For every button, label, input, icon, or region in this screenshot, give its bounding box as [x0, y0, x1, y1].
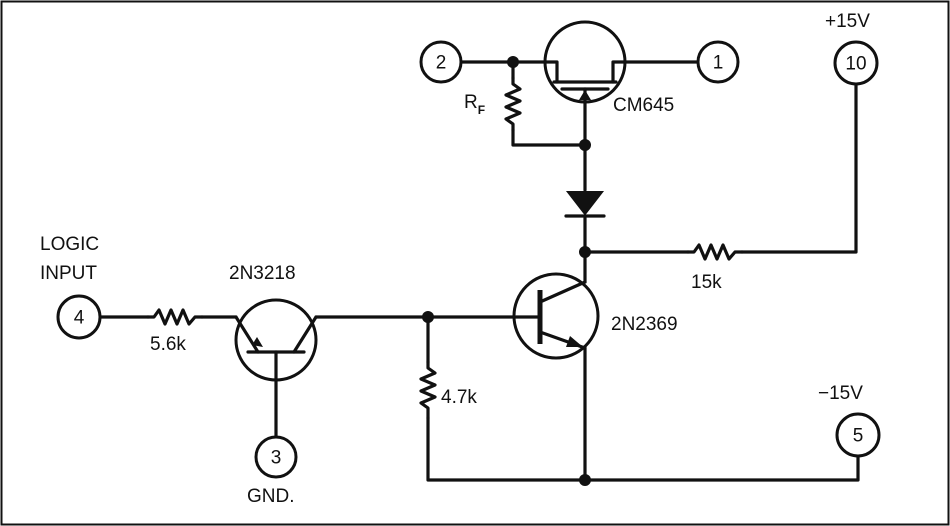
terminal-5-label: 5	[853, 426, 864, 447]
wire-rail-to-5	[583, 454, 860, 482]
terminal-5: 5	[835, 412, 881, 458]
terminal-2-label: 2	[436, 53, 447, 74]
wires	[98, 60, 860, 482]
resistor-15k-label: 15k	[691, 272, 722, 293]
minus-15v-label: −15V	[818, 383, 863, 404]
wire-rf-bottom	[511, 128, 587, 147]
logic-input-label-line1: LOGIC	[40, 234, 99, 255]
junction-pullup	[579, 246, 591, 258]
junction-rf-top	[507, 56, 519, 68]
fet-cm645	[543, 20, 627, 104]
junction-q2-base	[422, 311, 434, 323]
transistor-2n3218-label: 2N3218	[229, 263, 296, 284]
wire-15k-to-10	[740, 82, 858, 254]
terminal-3: 3	[254, 435, 298, 479]
junction-dots	[422, 56, 591, 486]
resistor-5k6	[146, 308, 204, 326]
transistor-2n2369-label: 2N2369	[611, 314, 678, 335]
terminal-1-label: 1	[713, 53, 724, 74]
diode	[564, 191, 606, 218]
resistor-15k	[686, 243, 744, 261]
rf-label-sub: F	[478, 103, 485, 117]
rf-label: RF	[464, 92, 485, 117]
gnd-label: GND.	[247, 486, 295, 507]
junction-bottom-rail	[579, 474, 591, 486]
rf-label-main: R	[464, 92, 478, 113]
fet-part-label: CM645	[613, 95, 674, 116]
resistor-rf	[504, 76, 522, 132]
terminal-3-label: 3	[271, 448, 282, 469]
resistor-4k7	[419, 360, 437, 420]
transistor-2n2369	[512, 272, 600, 360]
terminal-2: 2	[419, 40, 463, 84]
terminal-1: 1	[696, 40, 740, 84]
resistor-4k7-label: 4.7k	[441, 387, 477, 408]
resistor-5k6-label: 5.6k	[150, 334, 186, 355]
terminal-10-label: 10	[845, 54, 866, 75]
transistor-2n3218	[234, 298, 318, 382]
logic-input-label-line2: INPUT	[40, 263, 97, 284]
terminal-4-label: 4	[74, 308, 85, 329]
terminal-4: 4	[56, 294, 102, 340]
wire-4k7-to-rail	[426, 416, 587, 482]
junction-rf-bottom	[579, 139, 591, 151]
plus-15v-label: +15V	[825, 11, 870, 32]
terminal-10: 10	[833, 40, 879, 86]
